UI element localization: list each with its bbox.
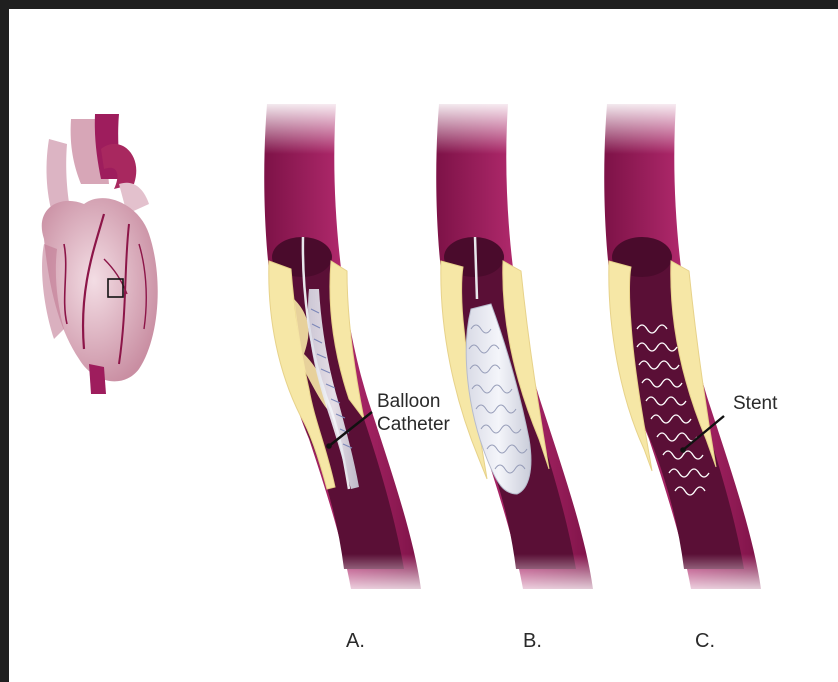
balloon-label-line1: Balloon — [377, 390, 450, 413]
illustration — [9, 9, 838, 682]
balloon-label-line2: Catheter — [377, 413, 450, 436]
heart-illustration — [42, 114, 158, 394]
panel-a-artery — [249, 99, 439, 599]
figure-canvas: Balloon Catheter Stent A. B. C. — [9, 9, 838, 682]
panel-c-artery — [589, 99, 779, 599]
panel-b-artery — [421, 99, 611, 599]
balloon-catheter-label: Balloon Catheter — [377, 390, 450, 436]
panel-letter-c: C. — [695, 630, 715, 653]
panel-letter-a: A. — [346, 630, 365, 653]
stent-label: Stent — [733, 392, 777, 415]
balloon-pointer-dot — [326, 443, 332, 449]
stent-pointer-dot — [680, 447, 686, 453]
panel-letter-b: B. — [523, 630, 542, 653]
